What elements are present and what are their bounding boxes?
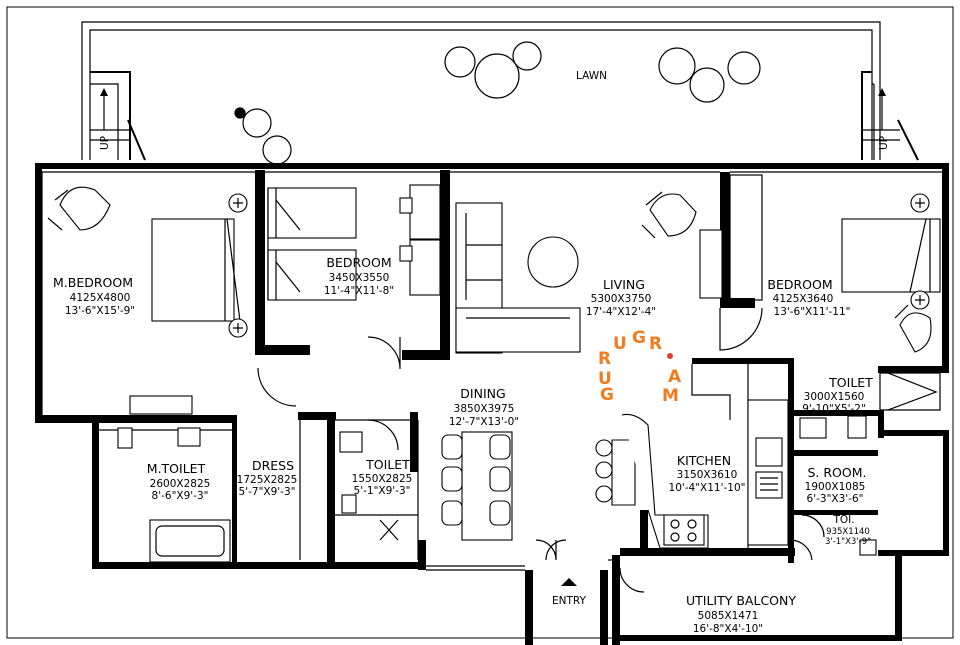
watermark-letter-g1: G: [600, 385, 614, 405]
toilet-fixtures: [117, 395, 877, 563]
master-toilet-imperial: 8'-6"X9'-3": [152, 490, 209, 502]
kitchen-imperial: 10'-4"X11'-10": [669, 482, 746, 494]
lawn-shrubs: [234, 41, 761, 165]
kitchen-metric: 3150X3610: [677, 469, 738, 481]
living-furniture: [455, 191, 723, 354]
bedroom-1-metric: 3450X3550: [329, 272, 390, 284]
living-name: LIVING: [603, 277, 645, 292]
master-bedroom-imperial: 13'-6"X15'-9": [65, 305, 135, 317]
label-living: LIVING 5300X3750 17'-4"X12'-4": [586, 277, 656, 318]
bedroom-2-furniture: [729, 174, 941, 353]
toilet-mid-imperial: 5'-1"X9'-3": [354, 485, 411, 497]
bedroom-1-name: BEDROOM: [326, 255, 391, 270]
lawn-label: LAWN: [576, 70, 607, 82]
watermark-letter-r2: R: [649, 334, 662, 354]
lawn-area: LAWN: [81, 21, 881, 165]
dining-name: DINING: [460, 386, 505, 401]
watermark-letter-g2: G: [632, 328, 646, 348]
drawing-border: [6, 6, 954, 639]
master-bedroom-name: M.BEDROOM: [53, 275, 133, 290]
master-bedroom-metric: 4125X4800: [70, 292, 131, 304]
watermark-letter-u1: U: [598, 369, 612, 389]
utility-balcony-metric: 5085X1471: [698, 610, 759, 622]
toilet-right-imperial: 9'-10"X5'-2": [802, 403, 866, 415]
stair-left: UP: [90, 71, 146, 161]
living-metric: 5300X3750: [591, 293, 652, 305]
label-bedroom-2: BEDROOM 4125X3640 13'-6"X11'-11": [767, 277, 850, 318]
servant-room-metric: 1900X1085: [805, 481, 866, 493]
entry-label: ENTRY: [552, 595, 587, 607]
servant-toilet-name: TOI.: [832, 514, 854, 526]
bedroom-1-imperial: 11'-4"X11'-8": [324, 285, 394, 297]
label-toilet-mid: TOILET 1550X2825 5'-1"X9'-3": [352, 457, 413, 497]
stair-right: UP: [861, 71, 919, 161]
stair-left-label: UP: [99, 136, 111, 150]
dress-name: DRESS: [252, 458, 294, 473]
watermark-dot: [667, 353, 673, 359]
master-toilet-metric: 2600X2825: [150, 478, 211, 490]
label-toilet-right: TOILET 3000X1560 9'-10"X5'-2": [802, 375, 873, 415]
servant-room-imperial: 6'-3"X3'-6": [807, 493, 864, 505]
servant-toilet-imperial: 3'-1"X3'-9": [825, 537, 871, 547]
label-servant-toilet: TOI. 935X1140 3'-1"X3'-9": [825, 514, 871, 547]
dress-imperial: 5'-7"X9'-3": [239, 486, 296, 498]
toilet-right-name: TOILET: [828, 375, 873, 390]
master-bedroom-furniture: [47, 186, 248, 338]
bedroom-2-imperial: 13'-6"X11'-11": [774, 306, 851, 318]
servant-toilet-metric: 935X1140: [826, 527, 870, 537]
toilet-mid-name: TOILET: [365, 457, 410, 472]
label-bedroom-1: BEDROOM 3450X3550 11'-4"X11'-8": [324, 255, 394, 297]
watermark-letter-r1: R: [598, 349, 611, 369]
toilet-right-metric: 3000X1560: [804, 391, 865, 403]
label-utility-balcony: UTILITY BALCONY 5085X1471 16'-8"X4'-10": [686, 593, 796, 635]
bedroom-1-furniture: [267, 184, 441, 301]
label-master-bedroom: M.BEDROOM 4125X4800 13'-6"X15'-9": [53, 275, 135, 317]
watermark-letter-m: M: [662, 386, 679, 406]
master-toilet-name: M.TOILET: [147, 461, 206, 476]
toilet-mid-metric: 1550X2825: [352, 473, 413, 485]
label-dining: DINING 3850X3975 12'-7"X13'-0": [449, 386, 519, 428]
bedroom-2-metric: 4125X3640: [773, 293, 834, 305]
living-imperial: 17'-4"X12'-4": [586, 306, 656, 318]
label-servant-room: S. ROOM. 1900X1085 6'-3"X3'-6": [805, 465, 867, 505]
watermark-letter-a: A: [668, 367, 682, 387]
label-master-toilet: M.TOILET 2600X2825 8'-6"X9'-3": [147, 461, 211, 502]
dining-imperial: 12'-7"X13'-0": [449, 416, 519, 428]
doors: [257, 307, 825, 593]
partition-lines: [41, 171, 942, 571]
utility-balcony-imperial: 16'-8"X4'-10": [693, 623, 763, 635]
dining-furniture: [441, 431, 513, 541]
watermark-letter-u2: U: [613, 334, 627, 354]
label-dress: DRESS 1725X2825 5'-7"X9'-3": [237, 458, 298, 498]
kitchen-name: KITCHEN: [677, 453, 731, 468]
servant-room-name: S. ROOM.: [807, 465, 866, 480]
dress-metric: 1725X2825: [237, 474, 298, 486]
rugram-watermark: R U G R A M G U: [598, 328, 682, 406]
stair-right-label: UP: [878, 136, 890, 150]
bedroom-2-name: BEDROOM: [767, 277, 832, 292]
utility-balcony-name: UTILITY BALCONY: [686, 593, 796, 608]
label-kitchen: KITCHEN 3150X3610 10'-4"X11'-10": [669, 453, 746, 494]
entry-arrow-icon: [561, 578, 577, 586]
kitchen-furniture: [595, 399, 789, 549]
dining-metric: 3850X3975: [454, 403, 515, 415]
walls: [35, 163, 949, 645]
